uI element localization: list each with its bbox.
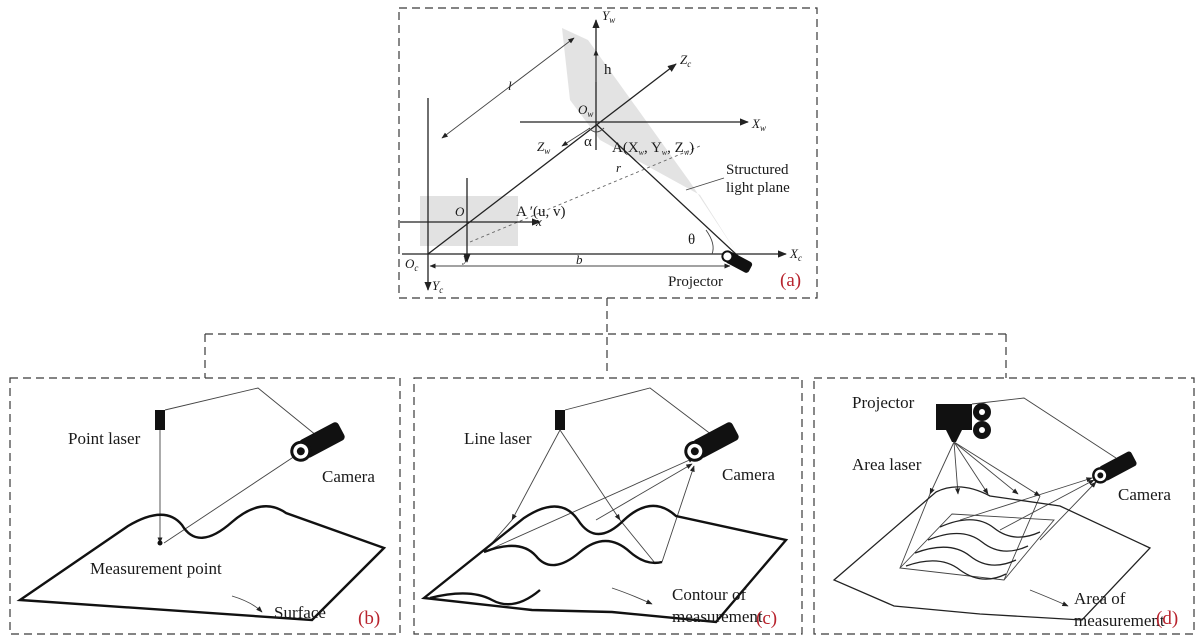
camera-ray — [469, 145, 701, 243]
label-y: y — [461, 250, 469, 265]
label-zw: Zw — [537, 139, 550, 156]
label-l: l — [508, 78, 512, 93]
stripe-2 — [927, 532, 1029, 552]
b-reflected-ray — [163, 453, 299, 544]
c-reflect-1 — [483, 457, 695, 553]
label-projector-a: Projector — [668, 274, 723, 290]
label-contour-2: measurement — [672, 607, 763, 626]
theta-arc — [705, 229, 714, 255]
label-structured-1: Structured — [726, 162, 789, 178]
label-ow: Ow — [578, 102, 593, 119]
label-yc: Yc — [432, 278, 443, 295]
contour-line — [483, 539, 663, 567]
l-arrow — [441, 37, 575, 139]
projector-d-icon — [936, 403, 991, 442]
d-ray-1 — [929, 441, 955, 495]
label-contour-1: Contour of — [672, 585, 746, 604]
panel-c-tag: (c) — [756, 608, 777, 629]
connector-tree — [204, 298, 1007, 378]
panel-a-tag: (a) — [780, 270, 801, 291]
c-link-line — [564, 387, 717, 439]
panel-c: Line laser Camera Contour of measurement… — [413, 377, 803, 635]
c-laser-ray-2 — [559, 429, 621, 521]
label-x: x — [535, 214, 542, 229]
d-ray-2 — [953, 441, 961, 495]
d-ray-3 — [953, 441, 989, 495]
label-xc: Xc — [789, 246, 802, 263]
panel-a-frame — [398, 7, 818, 299]
label-r: r — [616, 160, 622, 175]
point-laser-icon — [155, 410, 165, 430]
label-b: b — [576, 252, 583, 267]
surface-d — [832, 486, 1152, 621]
area-pointer — [1029, 589, 1069, 607]
label-camera-b: Camera — [322, 467, 375, 486]
d-reflect-1 — [959, 477, 1093, 521]
d-link-line — [971, 397, 1117, 459]
surface-c-wave — [429, 589, 541, 606]
c-reflect-2 — [595, 463, 693, 521]
alpha-arc — [588, 127, 605, 133]
stripe-1 — [914, 546, 1017, 566]
label-h: h — [604, 62, 612, 78]
panel-b-tag: (b) — [358, 608, 380, 629]
d-reflect-3 — [1039, 481, 1097, 541]
d-reflect-2 — [999, 479, 1095, 531]
b-link-line — [164, 387, 323, 441]
label-surface: Surface — [274, 603, 326, 622]
stripe-3 — [939, 519, 1041, 538]
label-point-a: A(Xw, Yw, Zw) — [612, 140, 694, 157]
label-o: O — [455, 204, 465, 219]
d-ray-4 — [953, 441, 1019, 495]
label-line-laser: Line laser — [464, 429, 532, 448]
structured-light-plane — [562, 28, 738, 255]
stripe-4 — [905, 560, 1007, 580]
c-laser-ray-2b — [619, 519, 656, 564]
contour-pointer — [611, 587, 653, 605]
panel-b-frame — [9, 377, 401, 635]
label-alpha: α — [584, 134, 592, 150]
image-plane — [420, 196, 518, 246]
projector-ray — [595, 123, 739, 257]
label-point-a-prime: A ′(u, v) — [516, 204, 566, 220]
camera-c-icon — [684, 422, 739, 462]
measurement-point-dot — [157, 540, 163, 546]
line-laser-icon — [555, 410, 565, 430]
panel-c-frame — [413, 377, 803, 635]
surface-b — [16, 505, 387, 622]
surface-pointer — [231, 595, 263, 613]
label-measurement-point: Measurement point — [90, 559, 222, 578]
camera-d-icon — [1092, 451, 1137, 484]
panel-d: Projector Area laser Camera Area of meas… — [813, 377, 1195, 635]
panel-a: Yw h Zc Ow Xw Zw l α r A(Xw, Yw, Zw) A ′… — [398, 7, 818, 299]
label-theta: θ — [688, 232, 695, 248]
panel-b: Point laser Camera Measurement point Sur… — [9, 377, 401, 635]
label-xw: Xw — [751, 116, 766, 133]
c-reflect-3 — [661, 465, 695, 563]
projector-a-icon — [721, 250, 753, 273]
label-structured-2: light plane — [726, 180, 790, 196]
panel-d-frame — [813, 377, 1195, 635]
panel-d-tag: (d) — [1156, 608, 1178, 629]
surface-c — [420, 504, 789, 624]
label-yw: Yw — [602, 8, 615, 25]
label-point-laser: Point laser — [68, 429, 141, 448]
label-area-2: measurement — [1074, 611, 1165, 630]
d-ray-5b — [1003, 495, 1041, 581]
camera-b-icon — [290, 422, 345, 462]
label-projector-d: Projector — [852, 393, 915, 412]
label-camera-d: Camera — [1118, 485, 1171, 504]
projected-area — [899, 513, 1055, 581]
label-area-laser: Area laser — [852, 455, 922, 474]
d-ray-1b — [899, 493, 931, 569]
label-area-1: Area of — [1074, 589, 1126, 608]
zw-arrow — [561, 127, 591, 147]
label-camera-c: Camera — [722, 465, 775, 484]
label-oc: Oc — [405, 256, 418, 273]
d-ray-5 — [953, 441, 1041, 497]
structured-light-pointer — [685, 177, 725, 191]
label-zc: Zc — [680, 52, 691, 69]
c-laser-ray-1 — [511, 429, 561, 521]
